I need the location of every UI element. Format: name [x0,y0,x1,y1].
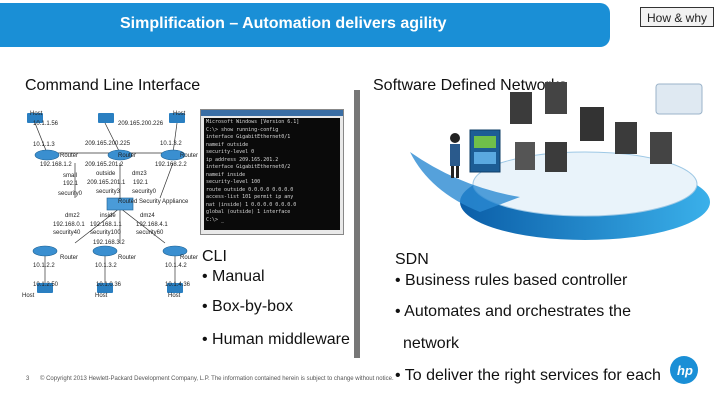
diagram-label: 192.168.2.2 [155,162,187,168]
cli-bullet-title: CLI [202,248,227,265]
sdn-bullet-network: network [403,335,460,352]
diagram-label: 10.1.1.3 [33,142,55,148]
diagram-label: Router [180,153,199,159]
svg-text:hp: hp [677,363,693,378]
diagram-label: outside [96,171,116,177]
diagram-label: dmz4 [140,213,155,219]
cli-bullet-box: • Box-by-box [202,298,293,315]
diagram-label: security0 [58,191,83,197]
diagram-label: 209.165.201.2 [85,162,124,168]
diagram-label: 10.1.3.2 [160,141,182,147]
copyright-footer: © Copyright 2013 Hewlett-Packard Develop… [40,376,394,382]
terminal-line: C:\> show running-config [206,126,279,133]
person-icon [450,133,460,178]
diagram-label: Router [180,255,199,261]
terminal-line: access-list 101 permit ip any [206,194,294,200]
vm-badge-icon [655,83,703,115]
router-icon [32,149,188,257]
terminal-line: security-level 100 [206,179,261,185]
diagram-label: dmz3 [132,171,147,177]
section-divider [354,90,360,358]
diagram-label: Host [173,111,186,117]
sdn-bullet-deliver: • To deliver the right services for each [395,367,661,384]
terminal-line: security-level 0 [206,149,255,155]
diagram-label: 209.165.200.225 [85,141,131,147]
cli-bullet-middleware: • Human middleware [202,331,350,348]
sdn-heading: Software Defined Networks [373,77,567,94]
terminal-titlebar [201,110,343,116]
host-icon [27,113,185,293]
diagram-label: Router [118,255,137,261]
diagram-label: security40 [53,230,81,236]
cli-heading: Command Line Interface [25,77,201,94]
diagram-label: Host [22,293,35,299]
terminal-line: nameif inside [206,171,246,178]
diagram-label: 10.1.4.2 [165,263,187,269]
sdn-bullet-rules: • Business rules based controller [395,272,628,289]
terminal-line: route outside 0.0.0.0 0.0.0.0 [206,186,294,193]
sdn-bullet-automates: • Automates and orchestrates the [395,303,631,320]
diagram-label: security100 [90,230,121,236]
swirl-shape [410,152,520,212]
diagram-label: 209.165.200.226 [118,121,164,127]
diagram-label: Host [168,293,181,299]
terminal-window: Microsoft Windows [Version 6.1]C:\> show… [200,109,344,235]
diagram-label: 10.1.1.56 [33,121,59,127]
diagram-label: 10.1.2.50 [33,282,59,288]
diagram-label: 192.168.3.2 [93,240,125,246]
diagram-label: 209.165.201.1 [87,180,126,186]
diagram-label: Router [60,255,79,261]
diagram-label: 10.1.0.36 [96,282,122,288]
diagram-label: Router [118,153,137,159]
sdn-datacenter-illustration [410,82,710,240]
diagram-label: Router [60,153,79,159]
terminal-line: Microsoft Windows [Version 6.1] [206,119,300,125]
diagram-label: 192.1 [133,180,149,186]
diagram-label: 192.168.4.1 [136,222,168,228]
page-number: 3 [26,376,30,382]
diagram-label: 10.1.2.2 [33,263,55,269]
diagram-label: 192.168.1.1 [90,222,122,228]
diagram-label: Host [30,111,43,117]
cli-bullet-manual: • Manual [202,268,265,285]
terminal-line: nameif outside [206,141,249,148]
diagram-label: Routed Security Appliance [118,199,189,205]
network-topology-diagram [27,113,188,293]
terminal-line: interface GigabitEthernet0/1 [206,134,291,140]
terminal-line: ip address 209.165.201.2 [206,156,279,163]
server-rack-icon [510,82,672,172]
diagram-label: 10.1.4.36 [165,282,191,288]
diagram-label: small [63,173,78,179]
title-bar [0,3,610,47]
how-why-button[interactable]: How & why [640,7,714,27]
security-appliance-icon [106,197,134,211]
diagram-label: 192.1 [63,181,79,187]
terminal-body: Microsoft Windows [Version 6.1]C:\> show… [204,118,340,230]
hp-logo-icon: hp [670,356,698,384]
diagram-label: dmz2 [65,213,80,219]
terminal-line: global (outside) 1 interface [206,209,291,215]
diagram-label: security60 [136,230,164,236]
slide-title: Simplification – Automation delivers agi… [120,15,447,32]
diagram-label: security3 [96,189,121,195]
diagram-label: 192.168.1.2 [40,162,72,168]
diagram-label: inside [100,213,116,219]
diagram-label: Host [95,293,108,299]
sdn-bullet-title: SDN [395,251,429,268]
terminal-line: nat (inside) 1 0.0.0.0 0.0.0.0 [206,201,297,208]
dashboard-screen-icon [469,129,501,173]
terminal-line: interface GigabitEthernet0/2 [206,164,291,170]
terminal-line: C:\> _ [206,216,225,223]
diagram-label: 10.1.3.2 [95,263,117,269]
diagram-label: security0 [132,189,157,195]
diagram-label: 192.168.0.1 [53,222,85,228]
